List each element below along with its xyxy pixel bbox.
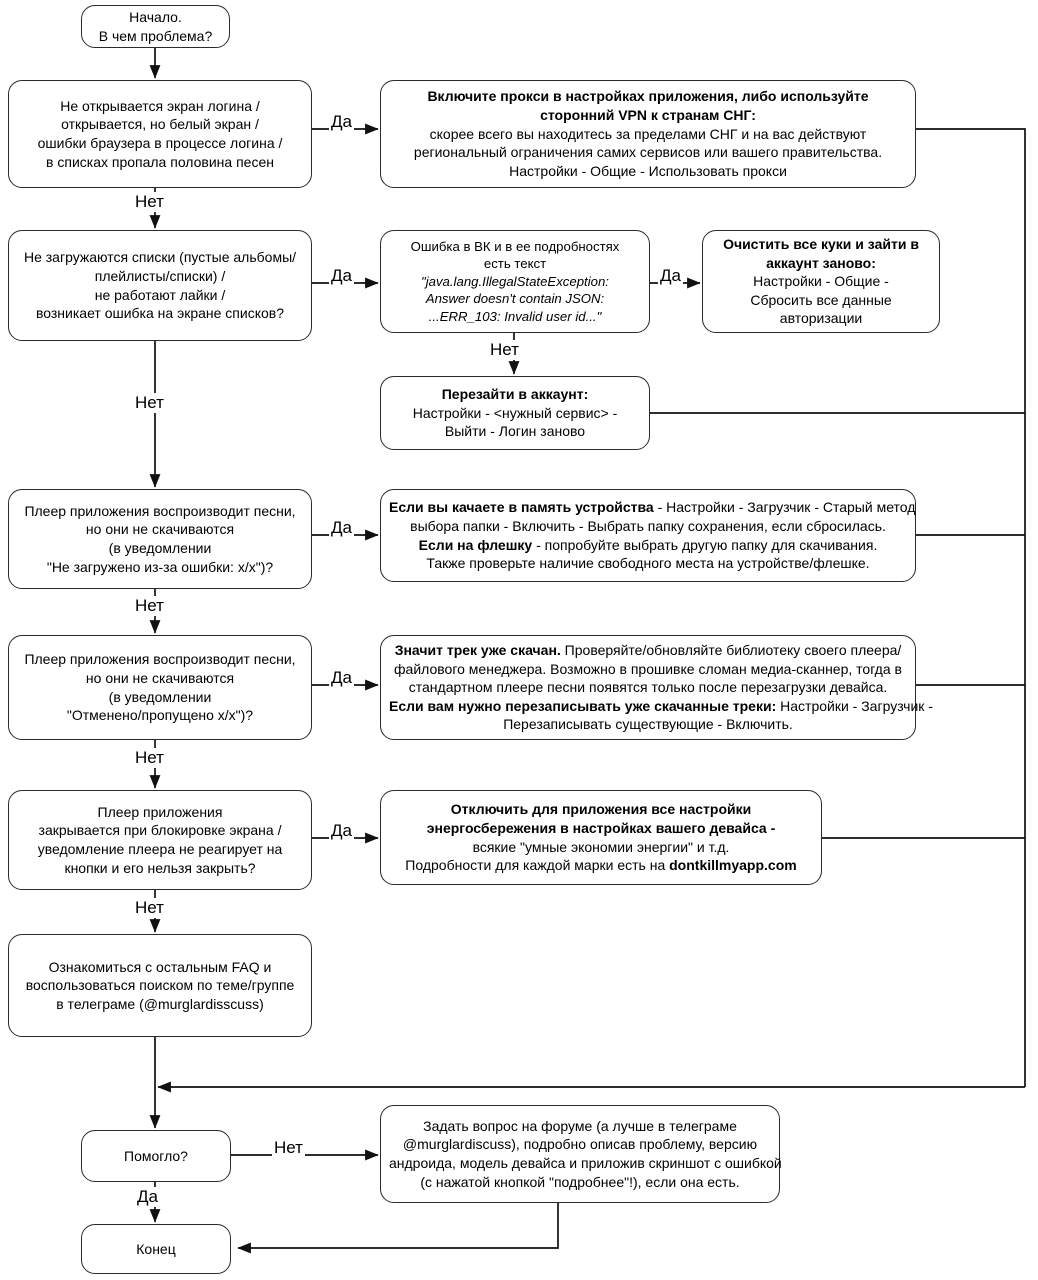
- node-text-line: воспользоваться поиском по теме/группе: [25, 977, 295, 994]
- node-text-line: Плеер приложения воспроизводит песни,: [24, 651, 296, 668]
- node-text-line: Настройки - <нужный сервис> -: [412, 404, 618, 421]
- node-text-line: Очистить все куки и зайти в: [723, 235, 919, 252]
- node-text-line: Также проверьте наличие свободного места…: [426, 555, 870, 572]
- node-text-line: Если на флешку - попробуйте выбрать друг…: [418, 536, 878, 553]
- node-text-line: Плеер приложения воспроизводит песни,: [24, 502, 296, 519]
- node-text-line: Настройки - Общие -: [753, 273, 889, 290]
- edge-label-q2-no: Нет: [133, 393, 166, 413]
- node-question-lists-not-loading[interactable]: Не загружаются списки (пустые альбомы/пл…: [8, 230, 312, 341]
- node-text-line: Настройки - Общие - Использовать прокси: [509, 162, 787, 179]
- edge-ask-end: [237, 1203, 559, 1254]
- edge-label-q2b-yes: Да: [658, 266, 683, 286]
- node-text-line: Выйти - Логин заново: [444, 423, 586, 440]
- edge-label-q5-no: Нет: [133, 898, 166, 918]
- node-text-line: Ознакомиться с остальным FAQ и: [48, 958, 272, 975]
- node-text-line: ...ERR_103: Invalid user id...": [428, 308, 602, 324]
- node-text-line: Answer doesn't contain JSON:: [425, 291, 605, 307]
- node-text-line: (с нажатой кнопкой "подробнее"!), если о…: [420, 1173, 740, 1190]
- node-text-line: "Не загружено из-за ошибки: x/x")?: [46, 558, 274, 575]
- node-question-helped[interactable]: Помогло?: [81, 1130, 231, 1182]
- edge-label-q5-yes: Да: [329, 821, 354, 841]
- node-question-login-screen[interactable]: Не открывается экран логина / открывается…: [8, 80, 312, 188]
- node-question-download-error[interactable]: Плеер приложения воспроизводит песни, но …: [8, 489, 312, 589]
- node-text-line: закрывается при блокировке экрана /: [38, 822, 282, 839]
- node-text-line: региональный ограничения самих сервисов …: [413, 144, 883, 161]
- node-text-line: но они не скачиваются: [85, 669, 235, 686]
- node-text-line: Включите прокси в настройках приложения,…: [427, 88, 869, 105]
- node-text-line: Задать вопрос на форуме (а лучше в телег…: [423, 1117, 737, 1134]
- edge-label-helped-no: Нет: [272, 1138, 305, 1158]
- node-text-line: выбора папки - Включить - Выбрать папку …: [410, 517, 886, 534]
- edge-label-q2b-no: Нет: [488, 340, 521, 360]
- node-end[interactable]: Конец: [81, 1224, 231, 1274]
- node-text-line: Отключить для приложения все настройки: [450, 801, 752, 818]
- edge-label-helped-yes: Да: [135, 1187, 160, 1207]
- node-action-read-faq[interactable]: Ознакомиться с остальным FAQ и воспользов…: [8, 934, 312, 1037]
- node-text-line: кнопки и его нельзя закрыть?: [64, 859, 256, 876]
- node-text-line: Сбросить все данные: [750, 291, 892, 308]
- node-text-line: не работают лайки /: [94, 286, 226, 303]
- node-question-player-closes[interactable]: Плеер приложения закрывается при блокиров…: [8, 790, 312, 890]
- node-text-line: уведомление плеера не реагирует на: [37, 841, 283, 857]
- node-text-line: сторонний VPN к странам СНГ:: [540, 107, 756, 124]
- node-action-downloader-folder[interactable]: Если вы качаете в память устройства - На…: [380, 489, 916, 582]
- edge-label-q3-yes: Да: [329, 518, 354, 538]
- node-text-line: Не открывается экран логина /: [60, 97, 260, 114]
- node-text-line: но они не скачиваются: [85, 521, 235, 538]
- node-text-line: Конец: [136, 1240, 176, 1257]
- node-text-line: @murglardiscuss), подробно описав пробле…: [402, 1136, 758, 1153]
- node-text-line: в списках пропала половина песен: [46, 153, 274, 170]
- edge-label-q2-yes: Да: [329, 266, 354, 286]
- node-text-line: скорее всего вы находитесь за пределами …: [429, 125, 867, 142]
- node-text-line: аккаунт заново:: [766, 254, 876, 271]
- node-start[interactable]: Начало. В чем проблема?: [81, 5, 230, 48]
- node-text-line: (в уведомлении: [108, 540, 212, 556]
- node-text-line: авторизации: [779, 310, 863, 327]
- node-text-line: Перезайти в аккаунт:: [441, 386, 589, 403]
- node-text-line: (в уведомлении: [108, 688, 212, 705]
- node-text-line: Ошибка в ВК и в ее подробностях: [410, 238, 620, 254]
- edge-label-q4-no: Нет: [133, 748, 166, 768]
- node-text-line: файлового менеджера. Возможно в прошивке…: [394, 660, 902, 677]
- node-text-line: ошибки браузера в процессе логина /: [37, 135, 283, 151]
- node-text-line: стандартном плеере песни появятся только…: [408, 679, 888, 696]
- node-text-line: Не загружаются списки (пустые альбомы/: [23, 249, 297, 266]
- node-action-ask-on-forum[interactable]: Задать вопрос на форуме (а лучше в телег…: [380, 1105, 782, 1203]
- node-text-line: Плеер приложения: [97, 803, 223, 820]
- node-text-line: возникает ошибка на экране списков?: [35, 305, 285, 322]
- node-action-enable-proxy[interactable]: Включите прокси в настройках приложения,…: [380, 80, 916, 188]
- node-text-line: Перезаписывать существующие - Включить.: [503, 716, 793, 733]
- edge-label-q1-no: Нет: [133, 192, 166, 212]
- node-text-line: Если вам нужно перезаписывать уже скачан…: [389, 697, 933, 714]
- node-text-line: энергосбережения в настройках вашего дев…: [426, 819, 776, 836]
- node-text-line: Значит трек уже скачан. Проверяйте/обнов…: [394, 641, 902, 658]
- node-text-line: открывается, но белый экран /: [61, 116, 259, 133]
- node-text-line: всякие "умные экономии энергии" и т.д.: [472, 838, 730, 855]
- node-text-line: в телеграме (@murglardisscuss): [56, 995, 264, 1012]
- node-action-track-already-downloaded[interactable]: Значит трек уже скачан. Проверяйте/обнов…: [380, 635, 933, 740]
- node-text-line: В чем проблема?: [98, 27, 213, 44]
- node-text-line: плейлисты/списки) /: [94, 267, 226, 284]
- edge-label-q3-no: Нет: [133, 596, 166, 616]
- node-question-download-skipped[interactable]: Плеер приложения воспроизводит песни,но …: [8, 635, 312, 740]
- node-text-line: Помогло?: [124, 1147, 188, 1164]
- node-text-line: Если вы качаете в память устройства - На…: [389, 499, 916, 516]
- node-question-vk-error-text[interactable]: Ошибка в ВК и в ее подробностях есть текс…: [380, 230, 650, 333]
- edge-label-q4-yes: Да: [329, 668, 354, 688]
- node-text-line: Подробности для каждой марки есть на don…: [405, 857, 797, 874]
- node-text-line: есть текст: [483, 256, 547, 272]
- edge-label-q1-yes: Да: [329, 112, 354, 132]
- node-text-line: Начало.: [129, 8, 182, 25]
- node-action-clear-cookies[interactable]: Очистить все куки и зайти в аккаунт занов…: [702, 230, 940, 333]
- node-text-line: "java.lang.IllegalStateException:: [421, 273, 609, 289]
- node-action-relogin-account[interactable]: Перезайти в аккаунт:Настройки - <нужный …: [380, 376, 650, 450]
- node-text-line: "Отменено/пропущено x/x")?: [66, 707, 254, 724]
- node-text-line: андроида, модель девайса и приложив скри…: [389, 1155, 782, 1171]
